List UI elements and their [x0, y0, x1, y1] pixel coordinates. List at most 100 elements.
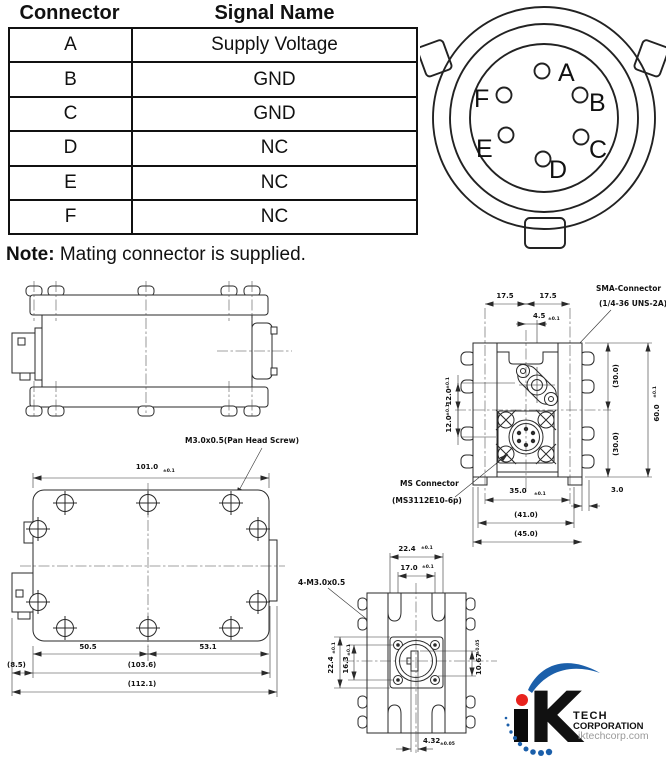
logo-k: K — [528, 677, 585, 759]
cell-signal: GND — [253, 102, 296, 124]
table-row: C GND — [10, 97, 416, 133]
dim-4-5: 4.5 — [533, 312, 546, 320]
dim-10-67-tol: ±0.05 — [475, 640, 481, 655]
dim-35-0: 35.0 — [509, 487, 526, 495]
pin-label-a: A — [558, 59, 575, 87]
cell-signal: Supply Voltage — [211, 34, 338, 56]
dim-103-6: (103.6) — [128, 661, 157, 669]
dim-8-5: (8.5) — [7, 661, 26, 669]
logo-corporation: CORPORATION — [573, 721, 644, 732]
dim-22-4-left-tol: ±0.1 — [331, 642, 337, 654]
logo-i-dot — [516, 694, 528, 706]
logo-tech: TECH — [573, 710, 608, 722]
dim-112-1: (112.1) — [128, 680, 157, 688]
note: Note: Mating connector is supplied. — [6, 244, 306, 266]
dim-16-3-tol: ±0.1 — [346, 644, 352, 656]
dim-12-0-upper-tol: ±0.1 — [445, 377, 451, 389]
cell-signal: NC — [260, 171, 289, 193]
cell-signal: GND — [253, 68, 296, 90]
pin-label-e: E — [476, 135, 493, 163]
pin-e — [497, 126, 515, 144]
pan-head-screw-label: M3.0x0.5(Pan Head Screw) — [185, 436, 299, 445]
dim-17-0-tol: ±0.1 — [422, 564, 434, 570]
cell-connector: E — [10, 166, 133, 199]
dim-60-0: 60.0 — [653, 404, 661, 421]
connector-tab-left — [420, 39, 453, 78]
connector-pins — [495, 62, 590, 168]
sma-connector-thread-label: (1/4-36 UNS-2A) — [599, 299, 666, 308]
dim-30-0-lower: (30.0) — [612, 432, 620, 456]
dim-12-0-lower-tol: ±0.1 — [445, 404, 451, 416]
side-view-drawing — [11, 281, 292, 417]
pin-f — [495, 86, 513, 104]
pin-label-b: B — [589, 89, 606, 117]
cell-connector: C — [10, 97, 133, 131]
dim-50-5: 50.5 — [79, 643, 96, 651]
dim-30-0-upper: (30.0) — [612, 364, 620, 388]
side-view-centerlines — [33, 281, 292, 416]
top-view-body — [11, 489, 278, 642]
cell-connector: B — [10, 63, 133, 96]
dim-22-4-top: 22.4 — [398, 545, 415, 553]
pin-label-d: D — [549, 156, 567, 184]
ms-connector-label: MS Connector — [400, 479, 459, 488]
dim-22-4-left: 22.4 — [327, 656, 335, 673]
dim-4-5-tol: ±0.1 — [548, 316, 560, 322]
cell-connector: D — [10, 132, 133, 165]
pin-b — [571, 86, 589, 104]
logo-i-stem — [514, 709, 528, 742]
connector-ring-middle — [449, 23, 639, 213]
pin-c — [572, 128, 590, 146]
logo-url: iktechcorp.com — [578, 730, 649, 742]
table-row: F NC — [10, 200, 416, 234]
screw-callout-label: 4-M3.0x0.5 — [298, 578, 345, 587]
pin-label-c: C — [589, 136, 607, 164]
connector-pin-labels: A B C D E F — [474, 59, 607, 184]
dim-10-67: 10.67 — [475, 653, 483, 675]
dim-101-tol: ±0.1 — [163, 468, 175, 474]
cell-connector: F — [10, 200, 133, 234]
connector-ring-inner — [469, 43, 619, 193]
dim-22-4-top-tol: ±0.1 — [421, 545, 433, 551]
connector-body — [420, 6, 666, 249]
pin-table-grid: A Supply Voltage B GND C GND D NC E NC F… — [8, 27, 418, 236]
cell-signal: NC — [260, 137, 289, 159]
pin-table-header-signal: Signal Name — [214, 2, 335, 24]
connector-ring-outer — [432, 6, 656, 230]
cell-signal: NC — [260, 206, 289, 228]
dim-17-5-right: 17.5 — [539, 292, 556, 300]
dim-17-5-left: 17.5 — [496, 292, 513, 300]
ms-connector-top — [11, 572, 34, 620]
pin-label-f: F — [474, 85, 489, 113]
note-text: Mating connector is supplied. — [59, 244, 306, 265]
dim-4-32-tol: ±0.05 — [440, 741, 455, 747]
ms-connector-part-label: (MS3112E10-6p) — [392, 496, 462, 505]
table-row: D NC — [10, 132, 416, 167]
ms-connector-rear — [495, 409, 557, 465]
dim-4-32: 4.32 — [423, 737, 440, 745]
ms-connector-side — [11, 327, 43, 381]
table-row: E NC — [10, 166, 416, 201]
logo-swoosh — [528, 663, 600, 693]
waveguide-flange-edge — [268, 539, 278, 602]
connector-pinout-diagram: A B C D E F — [420, 6, 666, 249]
dim-3-0: 3.0 — [611, 486, 624, 494]
table-row: B GND — [10, 63, 416, 98]
dim-41-0: (41.0) — [514, 511, 538, 519]
ik-tech-logo: K TECH CORPORATION iktechcorp.com — [504, 663, 649, 759]
dim-35-0-tol: ±0.1 — [534, 491, 546, 497]
cell-connector: A — [10, 29, 133, 62]
note-label: Note: — [6, 244, 55, 265]
front-view-body — [357, 592, 476, 734]
pin-a — [533, 62, 551, 80]
dim-17-0: 17.0 — [400, 564, 417, 572]
table-row: A Supply Voltage — [10, 29, 416, 64]
top-view-drawing: M3.0x0.5(Pan Head Screw) 101.0 ±0.1 — [7, 436, 299, 697]
rear-view-drawing: SMA-Connector (1/4-36 UNS-2A) 17.5 17.5 … — [392, 284, 666, 547]
logo-dot-trail — [504, 716, 553, 756]
sma-connector-label: SMA-Connector — [596, 284, 661, 293]
front-view-drawing: 22.4 ±0.1 17.0 ±0.1 4-M3.0x0.5 — [298, 545, 497, 753]
dim-12-0-lower: 12.0 — [445, 415, 453, 432]
dim-101: 101.0 — [136, 463, 158, 471]
